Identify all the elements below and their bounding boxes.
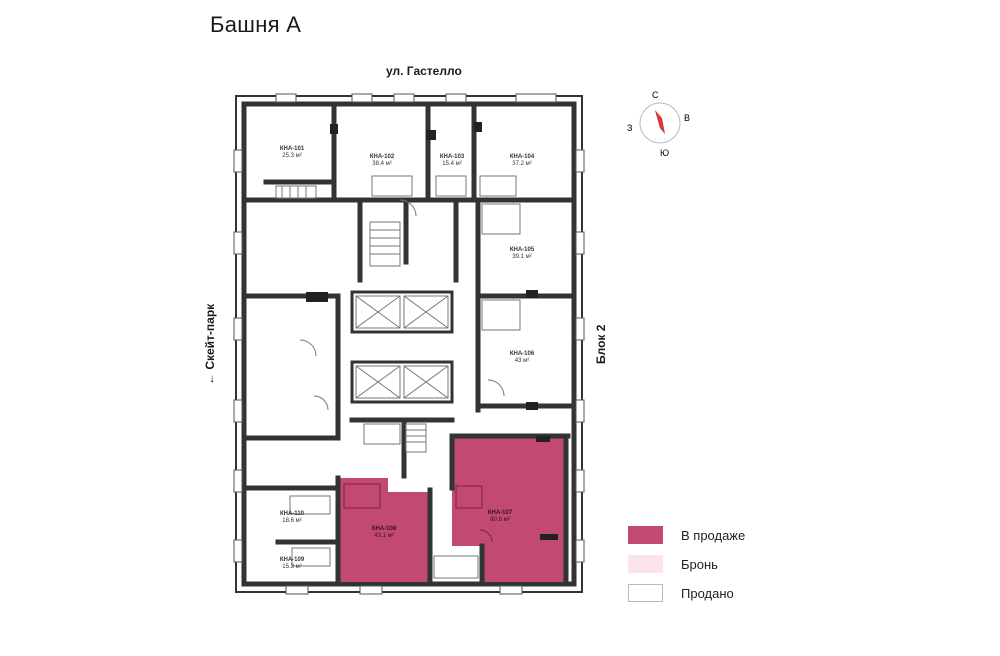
unit-105-id: КНА-105 [510,247,535,253]
unit-104-id: КНА-104 [510,154,535,160]
unit-104-area: 37.2 м² [512,161,531,167]
street-label-top: ул. Гастелло [386,64,462,78]
unit-102-area: 38.4 м² [372,161,391,167]
legend: В продаже Бронь Продано [628,525,745,612]
outer-wall [241,101,577,587]
compass: С В Ю З [627,90,690,158]
compass-needle-south [655,110,665,134]
unit-shape-108[interactable] [338,478,430,582]
unit-106-id: КНА-106 [510,351,535,357]
page-title: Башня А [210,12,302,37]
compass-east-label: В [684,113,690,123]
unit-110-id: КНА-110 [280,511,305,517]
compass-ring [639,102,681,144]
unit-110-area: 18.6 м² [282,518,301,524]
legend-label-reserved: Бронь [681,556,718,572]
legend-label-sold: Продано [681,585,734,601]
unit-108-area: 43.1 м² [374,533,393,539]
unit-103-area: 15.4 м² [442,161,461,167]
unit-109-id: КНА-109 [280,557,305,563]
compass-north-label: С [652,90,659,100]
unit-102-id: КНА-102 [370,154,395,160]
compass-west-label: З [627,123,632,133]
legend-swatch-sold [628,584,663,602]
legend-swatch-reserved [628,555,663,573]
legend-reserved[interactable]: Бронь [628,554,745,574]
unit-101-id: КНА-101 [280,146,305,152]
legend-swatch-on-sale [628,526,663,544]
unit-101-area: 25.3 м² [282,153,301,159]
compass-south-label: Ю [660,148,669,158]
unit-107-area: 80.6 м² [490,517,509,523]
unit-103-id: КНА-103 [440,154,465,160]
legend-on-sale[interactable]: В продаже [628,525,745,545]
unit-105-area: 39.1 м² [512,254,531,260]
unit-107-id: КНА-107 [488,510,513,516]
legend-label-on-sale: В продаже [681,527,746,543]
unit-106-area: 43 м² [515,358,529,364]
unit-109-area: 15.3 м² [282,564,301,570]
legend-sold[interactable]: Продано [628,583,745,603]
unit-108-id: КНА-108 [372,526,397,532]
